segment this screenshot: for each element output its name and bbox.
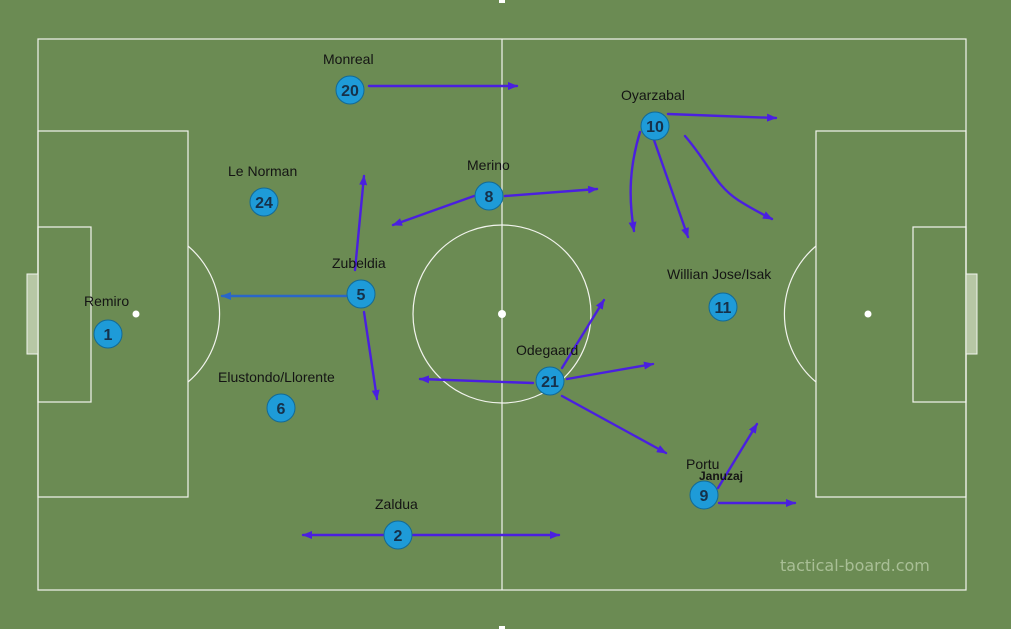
player-number: 20 — [341, 83, 359, 100]
player-name: Monreal — [323, 51, 374, 67]
player-le-norman[interactable]: Le Norman 24 — [228, 163, 297, 217]
right-goal-area — [912, 226, 967, 403]
player-number: 10 — [646, 119, 664, 136]
player-number: 24 — [255, 195, 273, 212]
player-name: Merino — [467, 157, 510, 173]
player-number: 21 — [541, 374, 559, 391]
player-number: 1 — [104, 327, 113, 344]
watermark: tactical-board.com — [780, 556, 930, 575]
left-penalty-arc — [187, 245, 221, 383]
player-monreal[interactable]: Monreal 20 — [323, 51, 374, 105]
player-number: 11 — [715, 300, 732, 317]
left-penalty-area — [37, 130, 189, 498]
arrow-odegaard-right — [565, 361, 655, 381]
bottom-center-handle — [499, 626, 505, 629]
arrow-oyarzabal-curve-right — [683, 134, 774, 221]
player-number: 6 — [277, 401, 286, 418]
player-token — [474, 181, 504, 211]
player-token — [689, 480, 719, 510]
arrow-odegaard-left — [418, 375, 535, 385]
player-elustondo-llorente[interactable]: Elustondo/Llorente 6 — [218, 369, 335, 423]
player-number: 2 — [394, 528, 403, 545]
player-token — [266, 393, 296, 423]
top-center-handle — [499, 0, 505, 3]
player-name: Odegaard — [516, 342, 578, 358]
right-penalty-spot — [864, 310, 872, 318]
arrow-odegaard-up — [560, 298, 606, 370]
arrow-zubeldia-down — [362, 310, 380, 401]
player-willian-jose-isak[interactable]: Willian Jose/Isak 11 — [667, 266, 772, 322]
center-spot — [498, 310, 506, 318]
player-odegaard[interactable]: Odegaard 21 — [516, 342, 578, 396]
center-circle — [412, 224, 592, 404]
left-goal-area — [37, 226, 92, 403]
left-goal — [26, 273, 39, 355]
player-name: Willian Jose/Isak — [667, 266, 772, 282]
arrow-merino-right — [503, 185, 599, 198]
player-name: Remiro — [84, 293, 129, 309]
player-name: Le Norman — [228, 163, 297, 179]
player-remiro[interactable]: Remiro 1 — [84, 293, 129, 349]
player-token — [335, 75, 365, 105]
player-secondary-name: Januzaj — [699, 469, 743, 483]
arrow-oyarzabal-wide — [666, 112, 778, 122]
player-oyarzabal[interactable]: Oyarzabal 10 — [621, 87, 685, 141]
player-name: Portu — [686, 456, 719, 472]
player-token — [346, 279, 376, 309]
player-token — [383, 520, 413, 550]
arrow-zubeldia-up — [353, 174, 368, 272]
player-merino[interactable]: Merino 8 — [467, 157, 510, 211]
player-name: Oyarzabal — [621, 87, 685, 103]
player-zubeldia[interactable]: Zubeldia 5 — [332, 255, 386, 309]
right-penalty-arc — [783, 245, 817, 383]
right-goal — [965, 273, 978, 355]
right-penalty-area — [815, 130, 967, 498]
player-token — [708, 292, 738, 322]
player-number: 5 — [357, 287, 366, 304]
arrow-portu-up — [716, 422, 759, 490]
player-zaldua[interactable]: Zaldua 2 — [375, 496, 418, 550]
movement-arrows — [220, 82, 797, 539]
player-portu-januzaj[interactable]: Portu Januzaj 9 — [686, 456, 743, 510]
player-token — [249, 187, 279, 217]
arrow-odegaard-down — [560, 394, 668, 455]
player-name: Zaldua — [375, 496, 418, 512]
player-token — [640, 111, 670, 141]
player-token — [93, 319, 123, 349]
left-penalty-spot — [132, 310, 140, 318]
player-number: 9 — [700, 488, 709, 505]
players: Remiro 1 Monreal 20 Le Norman 24 Zubeldi… — [84, 51, 772, 550]
player-name: Elustondo/Llorente — [218, 369, 335, 385]
arrow-merino-left — [391, 194, 476, 227]
arrow-oyarzabal-diagonal — [652, 138, 690, 239]
player-token — [535, 366, 565, 396]
player-name: Zubeldia — [332, 255, 386, 271]
pitch-markings — [26, 0, 978, 629]
arrow-oyarzabal-curve-down — [628, 130, 642, 233]
player-number: 8 — [485, 189, 494, 206]
